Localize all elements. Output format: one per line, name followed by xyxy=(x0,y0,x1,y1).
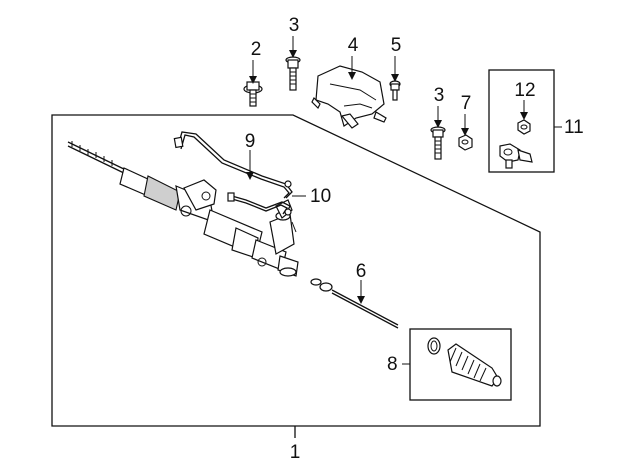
small-bolt xyxy=(389,80,401,101)
outer-tie-rod-end xyxy=(499,143,533,169)
fluid-line-upper xyxy=(173,131,293,199)
callout-9: 9 xyxy=(245,131,256,152)
bolt-washer xyxy=(243,81,263,107)
steering-gear-assembly-frame xyxy=(51,114,541,427)
callout-10: 10 xyxy=(310,186,331,207)
callout-2: 2 xyxy=(251,39,262,60)
callout-8: 8 xyxy=(387,354,398,375)
bolt-upper xyxy=(285,56,301,91)
callout-11: 11 xyxy=(564,117,584,138)
callout-3-upper: 3 xyxy=(289,15,300,36)
callout-4: 4 xyxy=(348,35,359,56)
callout-6: 6 xyxy=(356,261,367,282)
callout-12: 12 xyxy=(514,80,535,101)
nut xyxy=(458,134,473,151)
tie-rod-end-box xyxy=(488,69,555,173)
tie-rod-nut xyxy=(517,119,531,135)
callout-3-lower: 3 xyxy=(434,85,445,106)
fluid-line-lower xyxy=(227,192,292,216)
boot-kit xyxy=(427,337,502,387)
callout-1: 1 xyxy=(290,442,301,463)
heat-shield xyxy=(311,65,387,129)
inner-tie-rod xyxy=(310,278,399,329)
callout-7: 7 xyxy=(461,93,472,114)
steering-rack xyxy=(67,141,299,277)
callout-5: 5 xyxy=(391,35,402,56)
bolt-lower xyxy=(430,126,446,160)
